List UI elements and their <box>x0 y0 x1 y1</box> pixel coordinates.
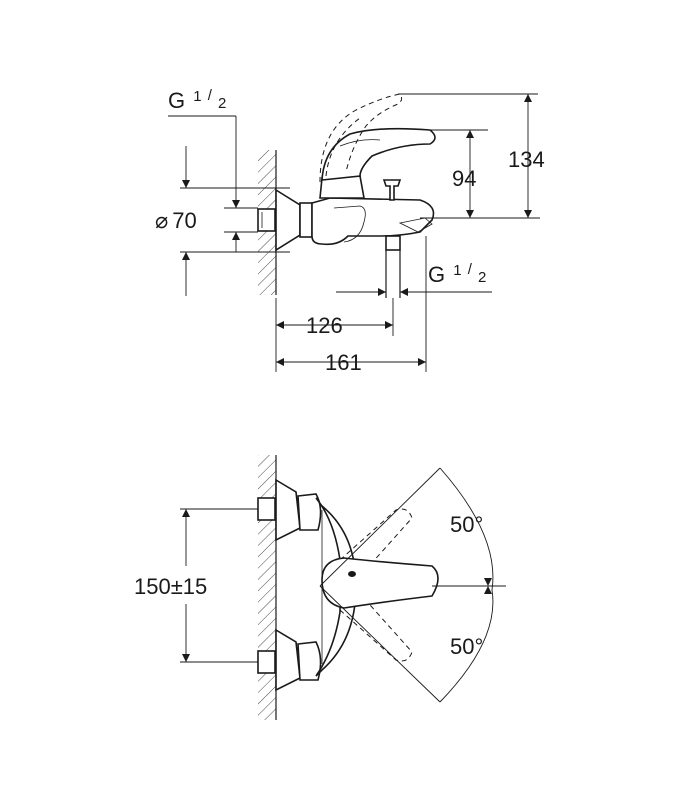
dim-126: 126 <box>306 313 343 338</box>
angle-top: 50° <box>450 512 483 537</box>
side-view: G 1 / 2 ⌀70 94 134 G 1 <box>155 80 545 375</box>
diameter-label: ⌀70 <box>155 208 197 233</box>
dim-134: 134 <box>508 147 545 172</box>
angle-bottom: 50° <box>450 634 483 659</box>
lever-handle-front <box>321 557 439 609</box>
lever-position-up-dashed <box>339 508 413 575</box>
mixer-body-side <box>311 197 435 246</box>
lever-raised-dashed <box>319 93 403 183</box>
dim-94: 94 <box>452 166 476 191</box>
thread-label-top: G 1 / 2 <box>168 80 226 113</box>
spacing-label: 150±15 <box>134 574 207 599</box>
escutcheon-top <box>275 478 301 542</box>
diverter-knob <box>382 179 402 201</box>
swing-arc <box>439 467 494 703</box>
wall-connector <box>257 208 276 232</box>
wall-hatch-front <box>258 455 276 720</box>
mixer-body-front <box>315 497 357 677</box>
front-view: 50° 50° 150±15 <box>134 455 506 720</box>
lever-handle-side <box>321 127 436 181</box>
bottom-outlet <box>385 235 401 251</box>
dim-161: 161 <box>325 350 362 375</box>
thread-label-bottom: G 1 / 2 <box>428 254 486 287</box>
escutcheon-bottom <box>275 628 301 692</box>
escutcheon-side <box>275 188 301 252</box>
